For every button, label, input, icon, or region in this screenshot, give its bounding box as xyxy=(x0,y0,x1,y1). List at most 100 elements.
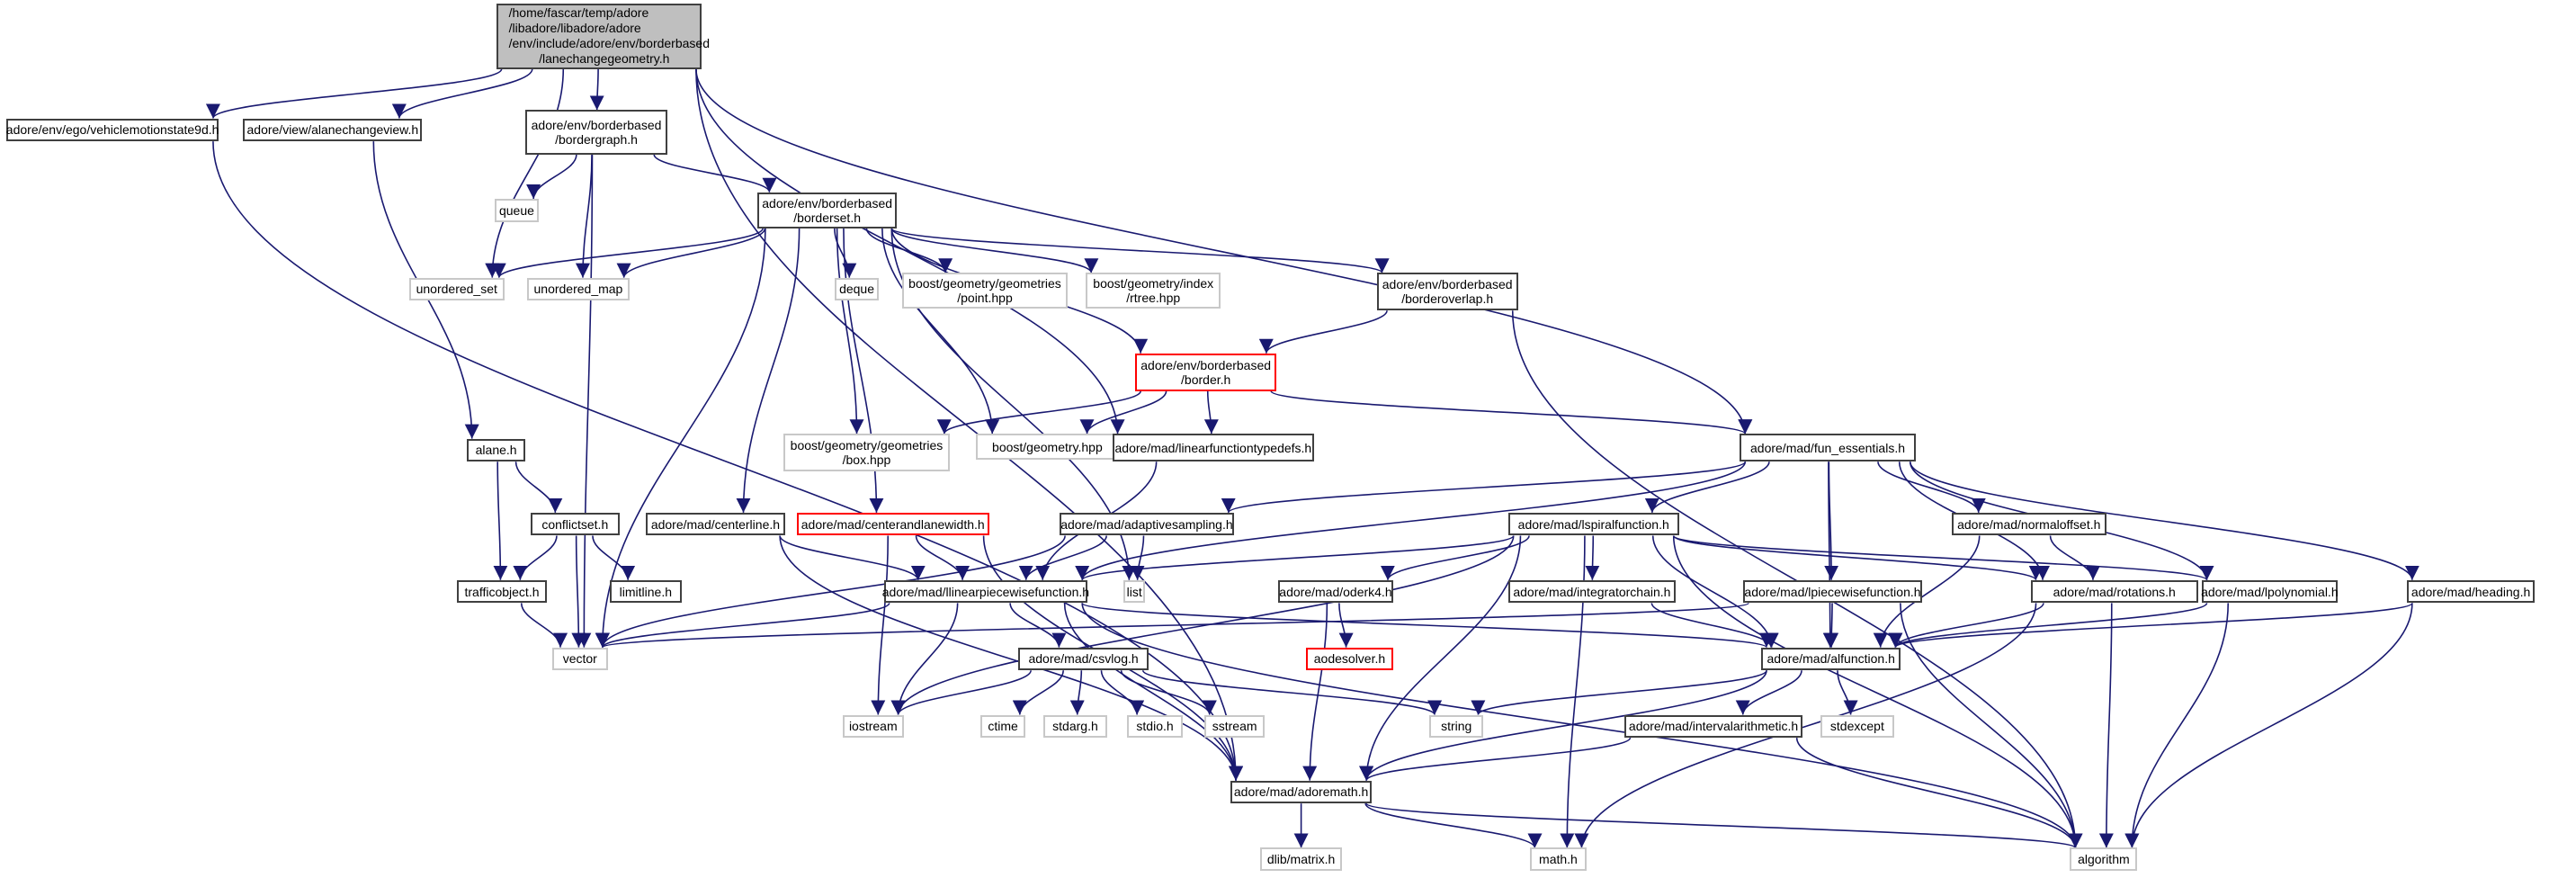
edge-normaloffset-to-rotations xyxy=(2049,535,2100,580)
node-ctime[interactable]: ctime xyxy=(980,714,1025,739)
node-adaptivesampling[interactable]: adore/mad/adaptivesampling.h xyxy=(1060,512,1234,536)
node-box-hpp[interactable]: boost/geometry/geometries/box.hpp xyxy=(783,434,950,472)
node-csvlog[interactable]: adore/mad/csvlog.h xyxy=(1018,647,1149,671)
node-label-line: /borderset.h xyxy=(793,210,861,225)
node-math[interactable]: math.h xyxy=(1529,847,1588,872)
node-oderk4[interactable]: adore/mad/oderk4.h xyxy=(1278,579,1393,604)
node-linearfunctiontypedefs[interactable]: adore/mad/linearfunctiontypedefs.h xyxy=(1112,434,1315,462)
node-llinearpiecewisefunction[interactable]: adore/mad/llinearpiecewisefunction.h xyxy=(882,579,1089,604)
node-label-line: boost/geometry/index xyxy=(1093,276,1214,291)
node-deque[interactable]: deque xyxy=(834,277,880,301)
node-borderset[interactable]: adore/env/borderbased/borderset.h xyxy=(757,192,898,228)
node-geometry-hpp[interactable]: boost/geometry.hpp xyxy=(975,434,1119,461)
node-alanechangeview[interactable]: adore/view/alanechangeview.h xyxy=(243,118,423,142)
edge-conflictset-to-limitline xyxy=(592,535,636,580)
edge-bordergraph-to-queue xyxy=(526,154,577,200)
node-unordered-set[interactable]: unordered_set xyxy=(408,277,505,301)
node-dlib-matrix[interactable]: dlib/matrix.h xyxy=(1259,847,1343,872)
node-borderoverlap[interactable]: adore/env/borderbased/borderoverlap.h xyxy=(1376,273,1518,311)
edge-llinearpiecewisefunction-to-iostream xyxy=(890,603,959,715)
edge-border-to-box-hpp xyxy=(936,390,1141,435)
node-algorithm[interactable]: algorithm xyxy=(2070,847,2138,872)
node-centerandlanewidth[interactable]: adore/mad/centerandlanewidth.h xyxy=(796,512,989,536)
node-label-line: boost/geometry/geometries xyxy=(908,276,1061,291)
node-label-line: adore/mad/lspiralfunction.h xyxy=(1517,516,1669,532)
edge-borderoverlap-to-algorithm xyxy=(1511,310,2083,848)
edge-borderset-to-rtree-hpp xyxy=(890,228,1099,273)
node-label-line: adore/mad/adaptivesampling.h xyxy=(1060,516,1233,532)
edge-llinearpiecewisefunction-to-vector xyxy=(595,602,890,649)
node-aodesolver[interactable]: aodesolver.h xyxy=(1306,647,1393,671)
node-conflictset[interactable]: conflictset.h xyxy=(530,512,620,536)
edge-normaloffset-to-alfunction xyxy=(1873,535,1981,648)
edge-lspiralfunction-to-llinearpiecewisefunction xyxy=(1075,534,1515,581)
edge-csvlog-to-stdio xyxy=(1100,670,1145,715)
node-label-line: /border.h xyxy=(1181,372,1231,387)
node-rtree-hpp[interactable]: boost/geometry/index/rtree.hpp xyxy=(1086,273,1221,309)
edge-lpiecewisefunction-to-vector xyxy=(595,602,1749,649)
node-stdio[interactable]: stdio.h xyxy=(1127,714,1184,739)
edge-bordergraph-to-vector xyxy=(577,154,594,648)
node-label-line: adore/mad/normaloffset.h xyxy=(1957,516,2101,532)
node-fun-essentials[interactable]: adore/mad/fun_essentials.h xyxy=(1740,434,1916,462)
edge-llinearpiecewisefunction-to-algorithm xyxy=(1081,603,2083,848)
edge-alfunction-to-string xyxy=(1471,669,1767,716)
edge-fun-essentials-to-lspiralfunction xyxy=(1644,461,1770,514)
node-intervalarithmetic[interactable]: adore/mad/intervalarithmetic.h xyxy=(1624,714,1802,739)
edge-lanechangegeometry-to-alanechangeview xyxy=(391,68,533,119)
node-alfunction[interactable]: adore/mad/alfunction.h xyxy=(1761,647,1901,671)
edge-heading-to-algorithm xyxy=(2124,603,2413,848)
edge-rotations-to-math xyxy=(1574,603,2037,848)
edge-lpolynomial-to-algorithm xyxy=(2124,603,2230,848)
node-limitline[interactable]: limitline.h xyxy=(609,579,682,604)
node-unordered-map[interactable]: unordered_map xyxy=(527,277,630,301)
node-label-line: vector xyxy=(562,651,597,667)
edge-border-to-linearfunctiontypedefs xyxy=(1203,390,1219,435)
node-list[interactable]: list xyxy=(1123,579,1146,604)
node-lpiecewisefunction[interactable]: adore/mad/lpiecewisefunction.h xyxy=(1742,579,1923,604)
node-lanechangegeometry[interactable]: /home/fascar/temp/adore/libadore/libador… xyxy=(496,3,710,69)
node-point-hpp[interactable]: boost/geometry/geometries/point.hpp xyxy=(901,273,1069,309)
node-border[interactable]: adore/env/borderbased/border.h xyxy=(1135,353,1277,391)
node-label-line: /libadore/libadore/adore xyxy=(508,21,641,36)
node-alane[interactable]: alane.h xyxy=(466,438,526,462)
node-string[interactable]: string xyxy=(1429,714,1484,739)
edge-alfunction-to-intervalarithmetic xyxy=(1735,670,1802,715)
node-vehiclemotionstate9d[interactable]: adore/env/ego/vehiclemotionstate9d.h xyxy=(6,118,219,142)
edge-centerandlanewidth-to-llinearpiecewisefunction xyxy=(915,535,970,580)
node-label-line: adore/env/borderbased xyxy=(1140,357,1272,372)
node-label-line: adore/mad/csvlog.h xyxy=(1028,651,1139,667)
node-label-line: adore/env/borderbased xyxy=(762,195,893,211)
node-iostream[interactable]: iostream xyxy=(843,714,904,739)
node-label-line: adore/env/borderbased xyxy=(531,118,662,133)
node-queue[interactable]: queue xyxy=(494,199,540,222)
node-sstream[interactable]: sstream xyxy=(1203,714,1266,739)
edge-fun-essentials-to-heading xyxy=(1909,461,2419,580)
edge-lanechangegeometry-to-vehiclemotionstate9d xyxy=(206,68,503,119)
node-trafficobject[interactable]: trafficobject.h xyxy=(456,579,548,604)
node-label-line: stdio.h xyxy=(1136,719,1174,734)
node-normaloffset[interactable]: adore/mad/normaloffset.h xyxy=(1951,512,2106,536)
node-label-line: adore/mad/lpiecewisefunction.h xyxy=(1744,584,1921,599)
node-heading[interactable]: adore/mad/heading.h xyxy=(2406,579,2536,604)
edge-borderset-to-unordered-map xyxy=(616,228,766,278)
node-label-line: adore/view/alanechangeview.h xyxy=(246,122,419,138)
edge-borderset-to-deque xyxy=(834,228,857,278)
node-rotations[interactable]: adore/mad/rotations.h xyxy=(2030,579,2198,604)
node-lspiralfunction[interactable]: adore/mad/lspiralfunction.h xyxy=(1507,512,1679,536)
node-centerline[interactable]: adore/mad/centerline.h xyxy=(645,512,786,536)
edge-lspiralfunction-to-alfunction xyxy=(1651,535,1779,648)
node-vector[interactable]: vector xyxy=(551,647,608,671)
node-label-line: /lanechangegeometry.h xyxy=(539,51,670,67)
node-label-line: adore/mad/intervalarithmetic.h xyxy=(1628,719,1799,734)
node-stdexcept[interactable]: stdexcept xyxy=(1820,714,1894,739)
node-bordergraph[interactable]: adore/env/borderbased/bordergraph.h xyxy=(525,110,667,155)
node-label-line: /box.hpp xyxy=(842,452,891,468)
node-integratorchain[interactable]: adore/mad/integratorchain.h xyxy=(1507,579,1677,604)
edge-centerline-to-llinearpiecewisefunction xyxy=(779,535,926,581)
node-stdarg[interactable]: stdarg.h xyxy=(1042,714,1108,739)
node-label-line: algorithm xyxy=(2078,852,2130,867)
node-adoremath[interactable]: adore/mad/adoremath.h xyxy=(1230,780,1373,804)
edge-lspiralfunction-to-rotations xyxy=(1672,534,2044,581)
node-lpolynomial[interactable]: adore/mad/lpolynomial.h xyxy=(2201,579,2339,604)
